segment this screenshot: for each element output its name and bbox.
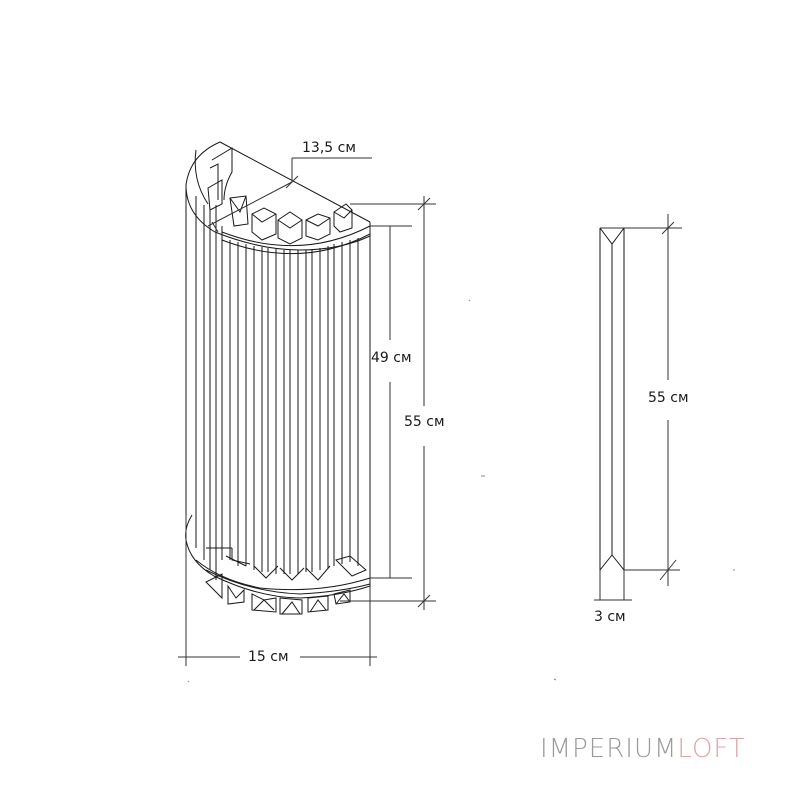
width-label: 15 см xyxy=(248,649,289,665)
rod-side-view xyxy=(600,228,624,570)
top-cap xyxy=(186,142,370,254)
depth-label: 13,5 см xyxy=(302,140,356,156)
dim-width xyxy=(178,515,377,666)
dim-inner-height xyxy=(370,226,412,578)
dim-rod-height xyxy=(600,214,682,586)
dim-depth xyxy=(208,158,372,232)
inner-height-label: 49 см xyxy=(371,350,412,366)
stray-marks xyxy=(188,300,735,682)
total-height-label: 55 см xyxy=(404,414,445,430)
brand-logo: IMPERIUMLOFT xyxy=(540,734,746,764)
bottom-prisms-upper xyxy=(254,556,366,580)
brand-part-loft: LOFT xyxy=(677,734,746,764)
rod-height-label: 55 см xyxy=(648,390,689,406)
rod-width-label: 3 см xyxy=(594,609,626,625)
top-prisms xyxy=(208,180,352,244)
brand-part-imperium: IMPERIUM xyxy=(540,734,678,764)
bottom-prisms-lower xyxy=(206,574,350,614)
dim-total-height xyxy=(340,196,436,610)
glass-rods xyxy=(186,185,370,586)
dim-rod-width xyxy=(594,570,632,600)
